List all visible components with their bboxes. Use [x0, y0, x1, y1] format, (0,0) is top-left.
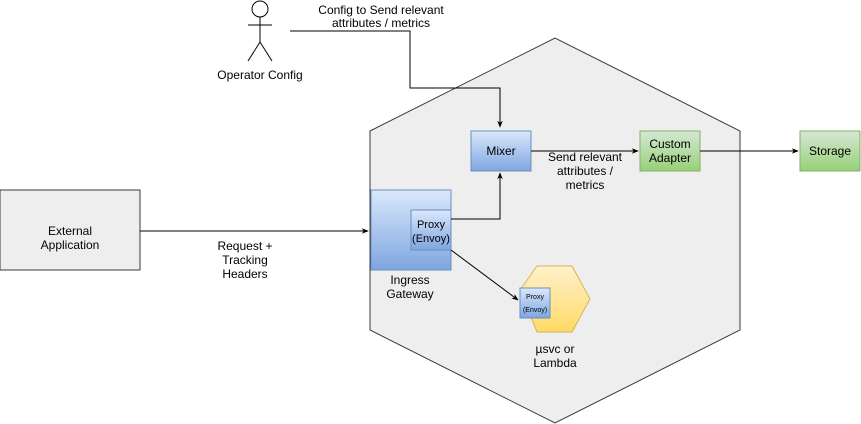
service-label-line1: µsvc or — [536, 342, 575, 356]
mixer-label: Mixer — [486, 144, 515, 158]
custom-adapter-label-line2: Adapter — [649, 151, 691, 165]
mixer-box[interactable] — [470, 130, 532, 172]
storage-label: Storage — [809, 144, 851, 158]
storage-box[interactable] — [799, 130, 861, 172]
operator-config-label: Operator Config — [217, 68, 302, 82]
ingress-gateway-label-line1: Ingress — [390, 273, 429, 287]
ingress-proxy-label-line1: Proxy — [417, 219, 446, 231]
config-edge — [290, 30, 503, 128]
proxy-to-mixer-edge — [451, 172, 503, 220]
operator-actor-icon — [247, 0, 273, 62]
ingress-gateway-label-line2: Gateway — [386, 287, 433, 301]
send-edge-label-line3: metrics — [566, 178, 605, 192]
external-application-label-line1: External — [48, 224, 92, 238]
external-application-box[interactable] — [0, 189, 141, 271]
service-label-line2: Lambda — [533, 356, 577, 370]
custom-adapter-box[interactable] — [639, 130, 701, 172]
service-proxy-label-line1: Proxy — [526, 294, 544, 301]
config-edge-label-line1: Config to Send relevant — [318, 3, 444, 17]
request-edge-label-line1: Request + — [217, 239, 272, 253]
request-edge-label-line3: Headers — [222, 267, 267, 281]
ingress-proxy-label-line2: (Envoy) — [412, 233, 450, 245]
send-edge-label-line1: Send relevant — [548, 150, 623, 164]
request-edge-label-line2: Tracking — [222, 253, 268, 267]
service-proxy-label-line2: (Envoy) — [523, 307, 547, 314]
service-proxy-box[interactable] — [519, 287, 551, 319]
send-edge-label-line2: attributes / — [557, 164, 614, 178]
ingress-proxy-box[interactable] — [410, 209, 452, 251]
custom-adapter-label-line1: Custom — [649, 137, 690, 151]
config-edge-label-line2: attributes / metrics — [332, 16, 430, 30]
proxy-to-service-edge — [450, 249, 519, 301]
external-application-label-line2: Application — [41, 238, 100, 252]
